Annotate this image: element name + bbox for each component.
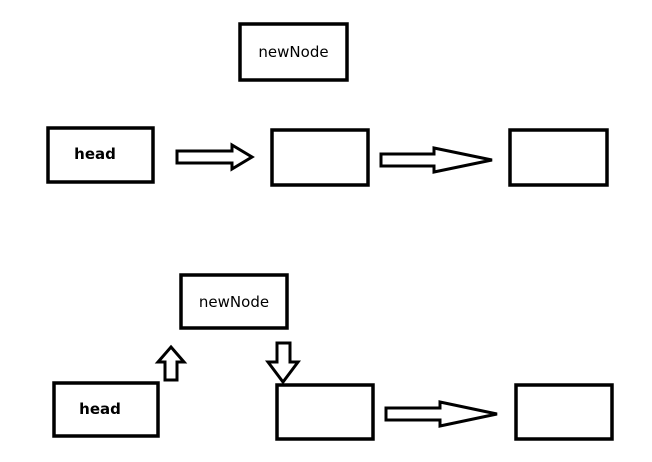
- new-node-box-before: [238, 22, 349, 82]
- before-insertion-group: newNode head: [46, 22, 609, 187]
- arrow-node1-to-node2-after: [384, 400, 498, 428]
- head-label-before: head: [74, 145, 116, 163]
- arrow-head-to-node1-before: [175, 142, 255, 172]
- head-label-after: head: [79, 400, 121, 418]
- list-node-1-after: [275, 383, 375, 441]
- list-node-1-before: [270, 128, 370, 187]
- arrow-head-up-to-new-node-after: [154, 344, 188, 382]
- arrow-new-node-down-to-node1-after: [265, 341, 301, 385]
- head-box-after: [52, 381, 160, 438]
- after-insertion-group: newNode head: [52, 273, 614, 441]
- head-box-before: [46, 126, 155, 184]
- new-node-box-after: [179, 273, 289, 330]
- new-node-label-after: newNode: [199, 293, 269, 311]
- arrow-node1-to-node2-before: [379, 146, 493, 174]
- list-node-2-before: [508, 128, 609, 187]
- list-node-2-after: [514, 383, 614, 441]
- new-node-label-before: newNode: [258, 43, 328, 61]
